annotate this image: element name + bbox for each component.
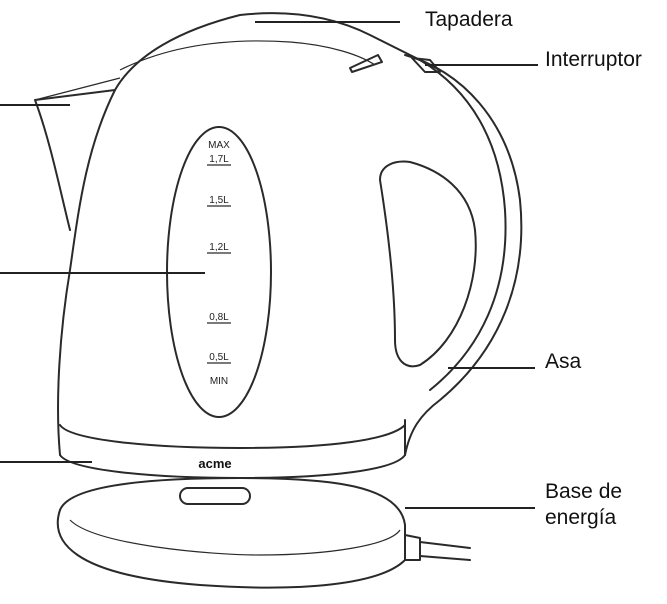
brand-logo: acme bbox=[198, 456, 231, 471]
gauge-mark-4: 0,8L bbox=[207, 312, 231, 324]
label-handle: Asa bbox=[545, 350, 582, 373]
gauge-label-3: 1,2L bbox=[209, 242, 229, 253]
water-window: MAX 1,7L 1,5L 1,2L 0,8L 0,5L MIN bbox=[166, 126, 272, 418]
kettle-body bbox=[34, 12, 441, 479]
power-button bbox=[179, 487, 251, 505]
label-base-line2: energía bbox=[545, 506, 617, 529]
gauge-mark-1: 1,7L bbox=[207, 154, 231, 166]
label-base-line1: Base de bbox=[545, 480, 623, 503]
label-lid: Tapadera bbox=[425, 8, 513, 31]
power-base bbox=[56, 477, 471, 589]
gauge-mark-3: 1,2L bbox=[207, 242, 231, 254]
gauge-label-2: 1,5L bbox=[209, 195, 229, 206]
gauge-label-1: 1,7L bbox=[209, 154, 229, 165]
kettle-handle bbox=[379, 54, 523, 456]
gauge-label-5: 0,5L bbox=[209, 352, 229, 363]
gauge-min: MIN bbox=[210, 376, 228, 387]
gauge-max: MAX bbox=[208, 140, 230, 151]
gauge-label-4: 0,8L bbox=[209, 312, 229, 323]
label-switch: Interruptor bbox=[545, 48, 642, 71]
gauge-mark-2: 1,5L bbox=[207, 195, 231, 207]
gauge-mark-5: 0,5L bbox=[207, 352, 231, 364]
